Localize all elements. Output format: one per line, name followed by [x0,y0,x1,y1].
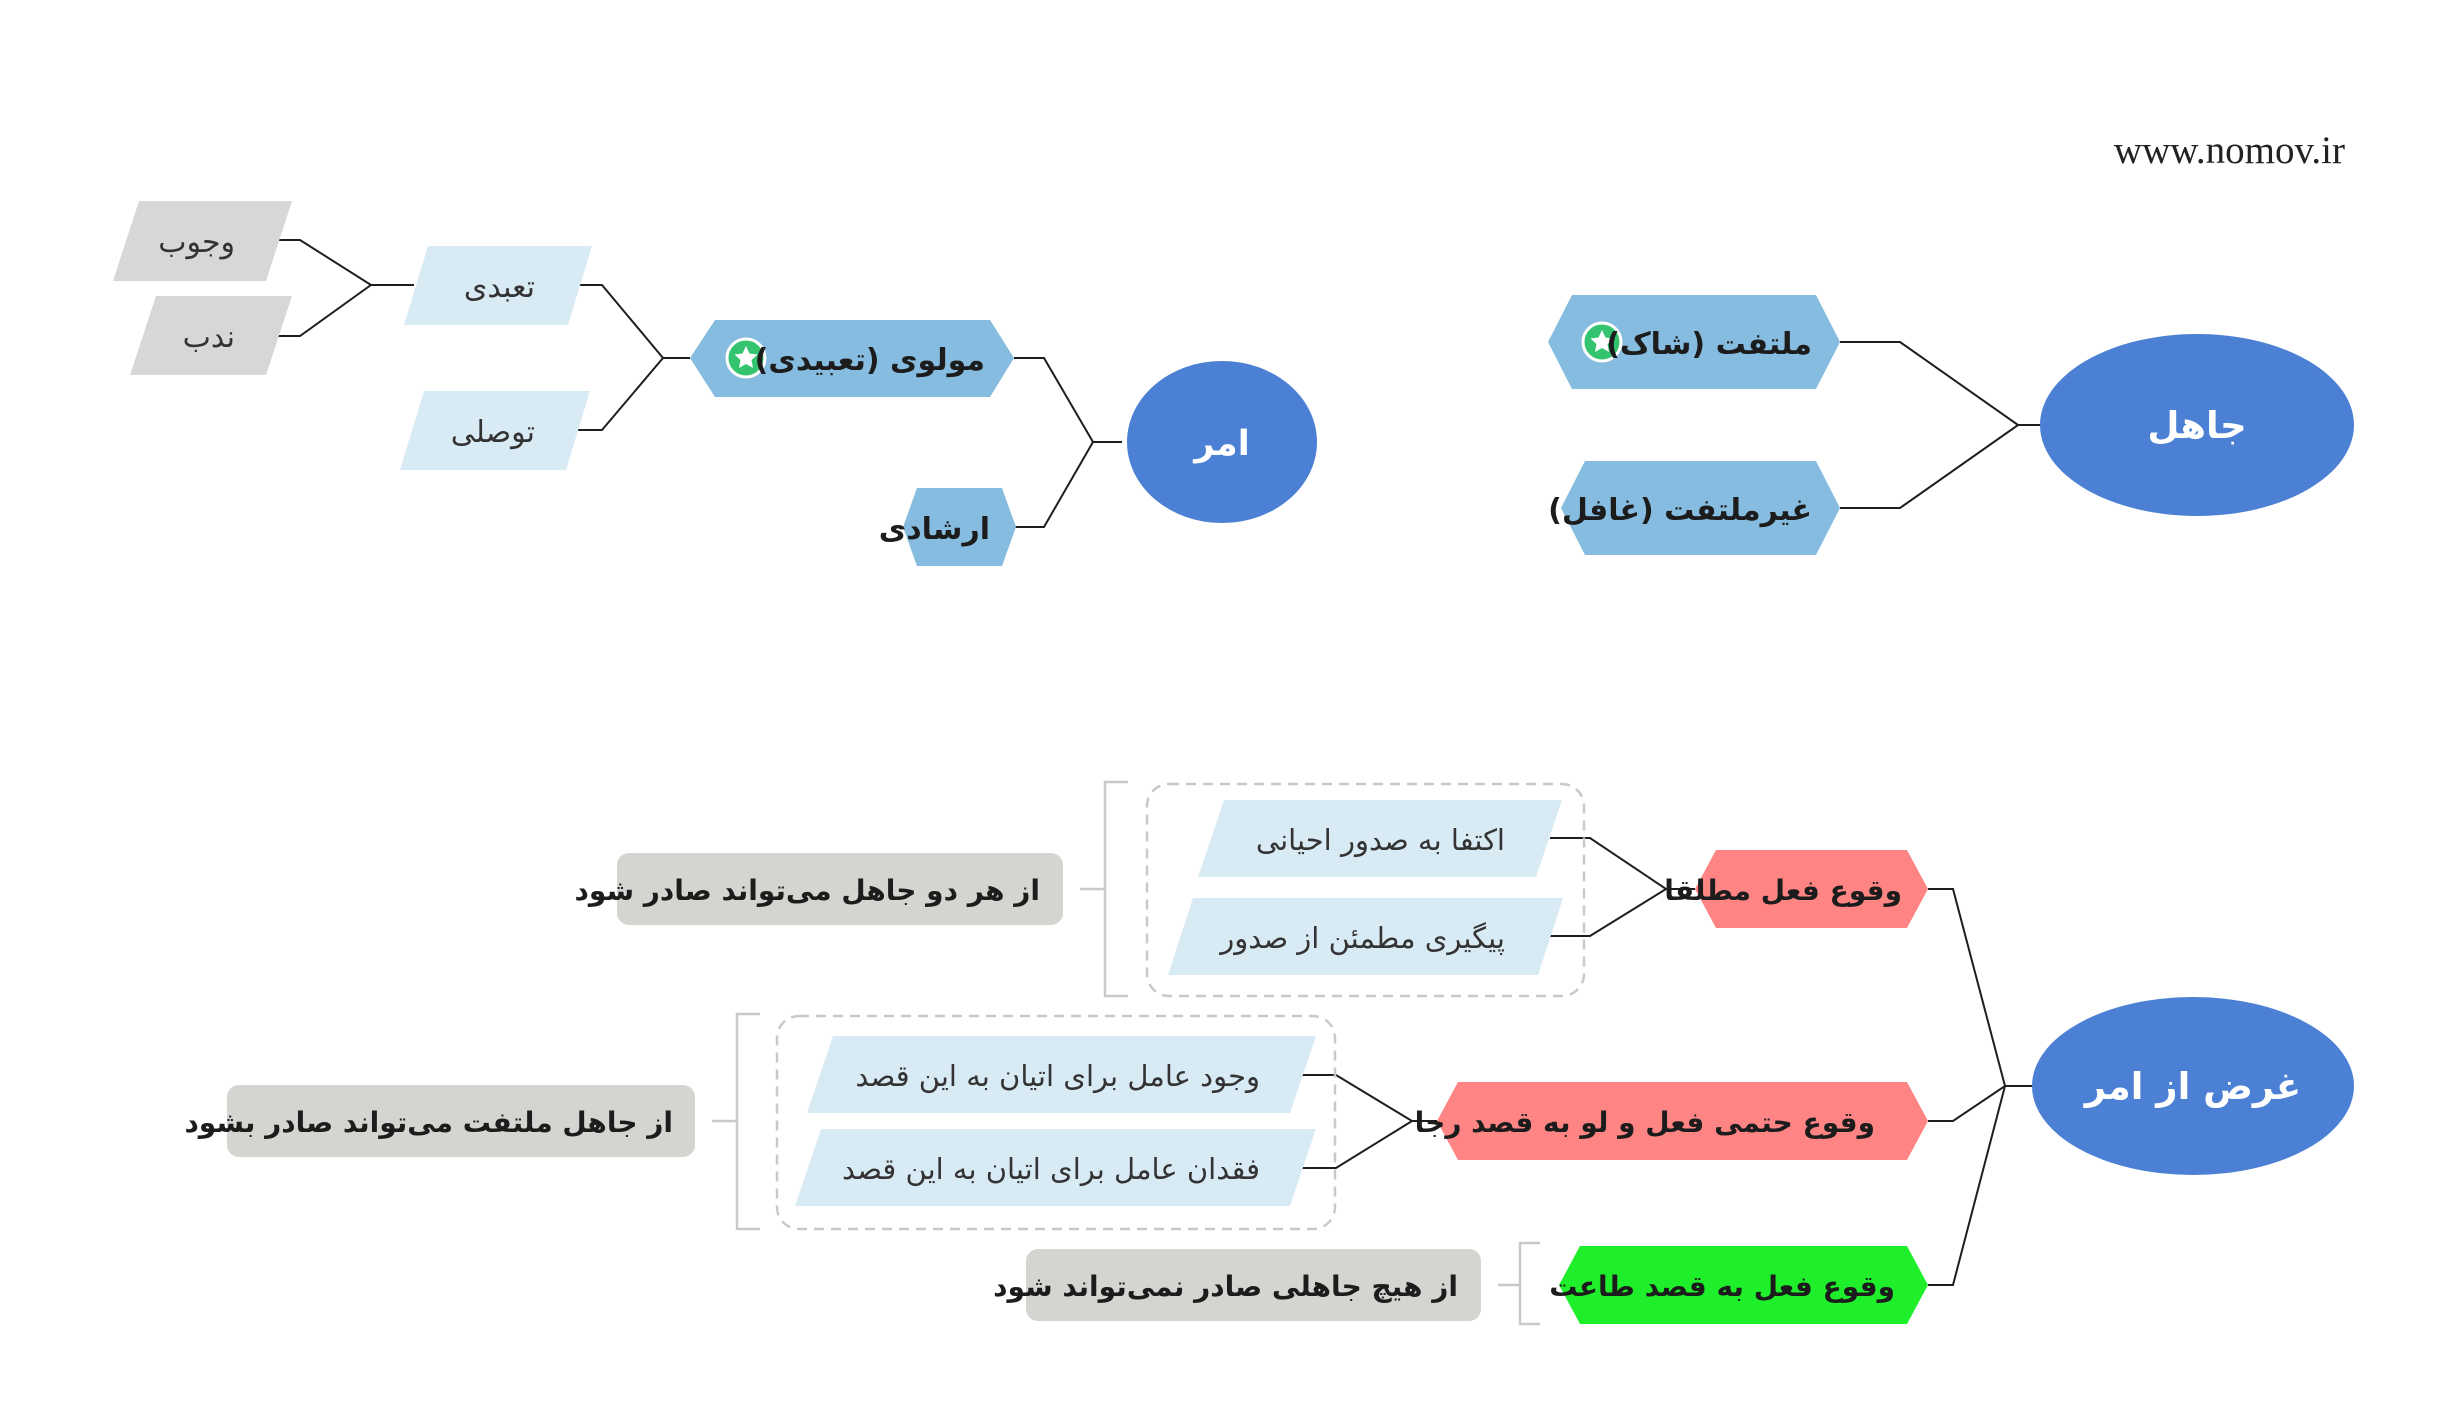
ghayr-moltafet-label: غیرملتفت (غافل) [1548,493,1812,528]
grouping-boxes [775,782,1586,1231]
b2-child-2-label: فقدان عامل برای اتیان به این قصد [842,1152,1260,1186]
connector-b1-c2 [1550,888,1695,937]
b2-node[interactable]: وقوع حتمی فعل و لو به قصد رجا [1415,1082,1928,1160]
b2-summary-label: از جاهل ملتفت می‌تواند صادر بشود [184,1106,673,1139]
nadb-label: ندب [183,320,235,355]
connector-amr-irshadi [1014,441,1122,528]
b3-summary-label: از هیچ جاهلی صادر نمی‌تواند شود [993,1270,1458,1303]
connector-jahil-moltafet [1840,341,2043,426]
connector-taabbodi-nadb [277,284,414,337]
b3-label: وقوع فعل به قصد طاعت [1549,1270,1895,1303]
gharaz-root-node[interactable]: غرض از امر [2032,997,2354,1175]
b3-node[interactable]: وقوع فعل به قصد طاعت [1549,1246,1928,1324]
b2-label: وقوع حتمی فعل و لو به قصد رجا [1415,1106,1875,1139]
tawassoli-label: توصلی [451,415,535,450]
mawlawi-label: مولوی (تعبیدی) [755,343,985,378]
mawlawi-node[interactable]: مولوی (تعبیدی) [690,320,1014,397]
moltafet-node[interactable]: ملتفت (شاک) [1548,295,1840,389]
wojub-node[interactable]: وجوب [113,201,292,281]
star-icon [734,346,758,368]
bracket-b2 [735,1012,760,1231]
b1-child-2-label: پیگیری مطمئن از صدور [1218,921,1505,956]
wojub-label: وجوب [158,225,235,260]
summary-brackets [712,780,1540,1326]
amr-root-label: امر [1192,424,1249,464]
b1-label: وقوع فعل مطلقا [1664,874,1902,907]
star-icon [1590,330,1614,352]
connector-b2-c2 [1302,1120,1437,1169]
b1-node[interactable]: وقوع فعل مطلقا [1664,850,1928,928]
b1-child-2-node[interactable]: پیگیری مطمئن از صدور [1168,898,1563,975]
nadb-node[interactable]: ندب [130,296,292,375]
b1-summary-note[interactable]: از هر دو جاهل می‌تواند صادر شود [575,853,1063,925]
b1-summary-label: از هر دو جاهل می‌تواند صادر شود [575,874,1040,907]
connector-amr-mawlawi [1014,357,1122,443]
bracket-b1 [1103,780,1128,998]
bracket-b3 [1518,1241,1540,1326]
ghayr-moltafet-node[interactable]: غیرملتفت (غافل) [1548,461,1840,555]
taabbodi-node[interactable]: تعبدی [404,246,592,325]
b2-summary-note[interactable]: از جاهل ملتفت می‌تواند صادر بشود [184,1085,695,1157]
b2-child-2-node[interactable]: فقدان عامل برای اتیان به این قصد [795,1129,1316,1206]
connector-taabbodi-wojub [277,239,414,286]
b3-summary-note[interactable]: از هیچ جاهلی صادر نمی‌تواند شود [993,1249,1481,1321]
b1-child-1-node[interactable]: اکتفا به صدور احیانی [1198,800,1562,877]
taabbodi-label: تعبدی [464,270,535,305]
connector-mawlawi-taabbodi [578,284,690,359]
website-url: www.nomov.ir [2113,129,2345,172]
group-box-b1 [1145,782,1586,998]
group-box-b2 [775,1014,1337,1231]
b1-child-1-label: اکتفا به صدور احیانی [1256,823,1505,857]
jahil-root-node[interactable]: جاهل [2040,334,2354,516]
b2-child-1-node[interactable]: وجود عامل برای اتیان به این قصد [807,1036,1316,1113]
connectors [277,239,2043,1286]
connector-jahil-ghayr [1840,424,2043,509]
irshadi-node[interactable]: ارشادی [879,488,1016,566]
connector-mawlawi-tawassoli [578,357,690,431]
jahil-root-label: جاهل [2147,404,2246,447]
amr-root-node[interactable]: امر [1127,361,1317,523]
tawassoli-node[interactable]: توصلی [400,391,590,470]
connector-gharaz-b2 [1928,1085,2035,1122]
gharaz-root-label: غرض از امر [2083,1065,2301,1108]
irshadi-label: ارشادی [879,512,990,547]
connector-gharaz-b3 [1928,1085,2035,1286]
b2-child-1-label: وجود عامل برای اتیان به این قصد [855,1059,1260,1093]
connector-gharaz-b1 [1928,888,2035,1087]
moltafet-label: ملتفت (شاک) [1606,327,1812,362]
